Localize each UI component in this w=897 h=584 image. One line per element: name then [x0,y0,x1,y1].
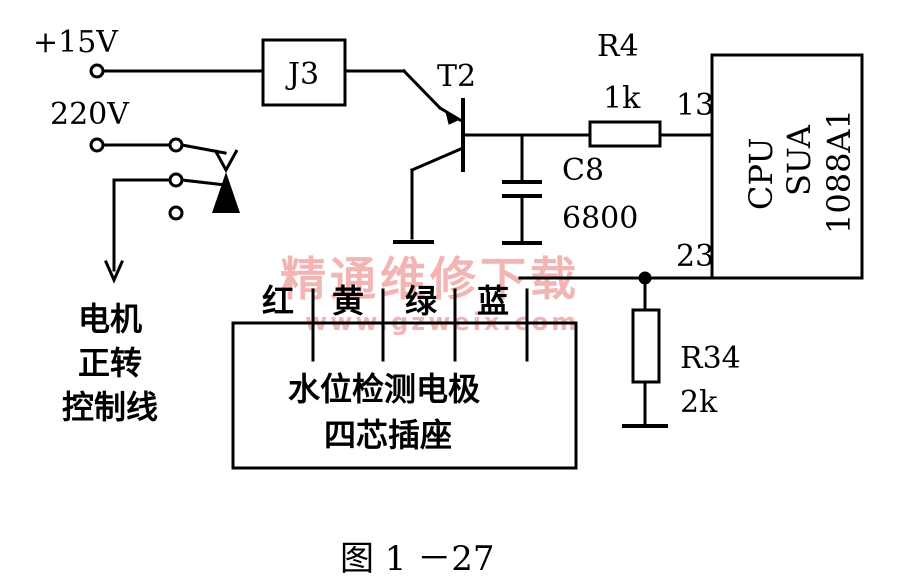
wire-label-green: 绿 [405,282,438,320]
resistor-r4 [588,120,714,148]
j3-block [261,38,347,107]
label-pin23: 23 [676,239,714,274]
wire-label-yellow: 黄 [332,282,364,320]
relay-armature-icon [212,172,240,213]
transistor-t2 [393,98,592,244]
cpu-label-line2: SUA [780,124,818,196]
pin23-branch [518,271,714,428]
water-level-socket [231,288,578,470]
label-r4-value: 1k [603,81,641,116]
switch-220v [89,137,227,284]
resistor-r34 [631,308,661,384]
label-c8: C8 [562,153,604,188]
figure-caption: 图 1 －27 [340,539,495,579]
label-j3: J3 [285,57,319,92]
wire-label-blue: 蓝 [477,282,509,320]
label-r34: R34 [680,341,741,376]
cpu-label-line1: CPU [742,138,780,210]
label-r4: R4 [597,29,639,64]
cpu-block [710,53,864,280]
motor-label-line1: 电机 [78,300,142,338]
cpu-label-line2-group: SUA [780,124,818,196]
motor-label-line2: 正转 [78,344,142,382]
cpu-label-group: CPU [742,138,780,210]
terminal-15v [89,63,105,79]
label-c8-value: 6800 [562,201,638,236]
socket-label-line2: 四芯插座 [324,416,452,454]
socket-label-line1: 水位检测电极 [288,370,480,408]
label-pin13: 13 [676,88,714,123]
relay-contact-icon [213,149,239,174]
label-t2: T2 [437,59,476,94]
cpu-label-line3-group: 1088A1 [820,109,858,234]
wire-label-red: 红 [262,282,294,320]
capacitor-c8 [502,133,542,245]
label-r34-value: 2k [680,385,718,420]
cpu-label-line3: 1088A1 [820,109,858,234]
motor-label-line3: 控制线 [62,388,158,426]
label-220v: 220V [50,97,130,132]
supply-15v-branch [89,38,443,111]
label-15v: +15V [33,25,119,60]
